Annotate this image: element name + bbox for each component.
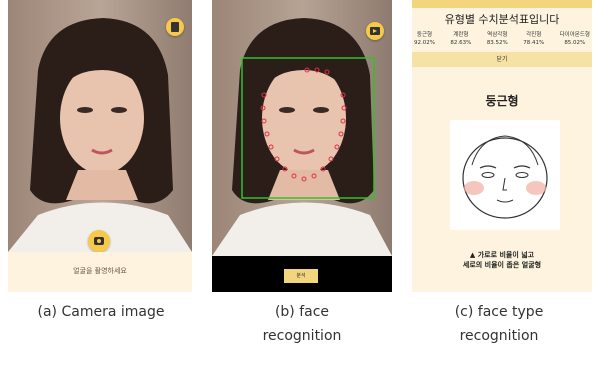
description-line-2: 세로의 비율이 좁은 얼굴형 [462, 261, 542, 269]
stat-label: 각진형 [526, 32, 542, 38]
stat-value: 83.52% [486, 40, 508, 46]
close-button[interactable]: 닫기 [412, 52, 592, 67]
result-table-title: 유형별 수치분석표입니다 [444, 13, 560, 26]
bottom-bar: 분석 [212, 256, 392, 292]
stat-label: 둥근형 [416, 32, 433, 38]
stat-oval: 계란형 82.63% [450, 31, 471, 47]
stat-label: 계란형 [453, 32, 469, 38]
caption-c: (c) face type recognition [402, 300, 596, 348]
face-recognition-screen: 분석 [212, 0, 392, 292]
description-line-1: ▲ 가로로 비율이 넓고 [469, 251, 535, 259]
status-bar [412, 0, 592, 8]
status-bar [8, 0, 192, 8]
stat-label: 역삼각형 [487, 32, 508, 38]
next-button[interactable] [366, 22, 384, 40]
caption-text: recognition [459, 328, 539, 344]
stat-value: 92.02% [414, 40, 435, 46]
stat-label: 다이아몬드형 [559, 32, 590, 38]
caption-text: (b) face [274, 304, 330, 320]
face-type-screen: 유형별 수치분석표입니다 둥근형 92.02% 계란형 82.63% 역삼각형 … [412, 0, 592, 292]
bottom-bar: 얼굴을 촬영하세요 [8, 252, 192, 292]
stat-square: 각진형 78.41% [523, 31, 544, 47]
stat-value: 78.41% [523, 40, 545, 46]
caption-text: recognition [262, 328, 342, 344]
stats-row: 둥근형 92.02% 계란형 82.63% 역삼각형 83.52% 각진형 78… [414, 31, 590, 47]
stat-value: 82.63% [450, 40, 472, 46]
stat-value: 85.02% [564, 40, 586, 46]
face-illustration [450, 120, 560, 230]
face-detection-box [241, 57, 375, 199]
recognition-photo [212, 0, 392, 292]
analyze-button[interactable]: 분석 [284, 269, 318, 283]
caption-b: (b) face recognition [207, 300, 397, 348]
stat-round: 둥근형 92.02% [414, 31, 435, 47]
stat-diamond: 다이아몬드형 85.02% [560, 31, 590, 47]
forward-icon [370, 27, 380, 35]
caption-a: (a) Camera image [4, 300, 198, 324]
caption-text: (c) face type [454, 304, 544, 320]
face-type-result: 둥근형 [485, 94, 519, 108]
camera-screen: 얼굴을 촬영하세요 [8, 0, 192, 292]
stat-inverted-triangle: 역삼각형 83.52% [487, 31, 508, 47]
caption-text: (a) Camera image [37, 304, 165, 320]
phone-icon [171, 22, 179, 32]
face-landmarks [260, 67, 347, 182]
capture-button[interactable] [88, 230, 110, 252]
camera-photo [8, 0, 192, 292]
camera-icon [94, 237, 104, 245]
switch-camera-button[interactable] [166, 18, 184, 36]
capture-hint: 얼굴을 촬영하세요 [73, 267, 127, 275]
